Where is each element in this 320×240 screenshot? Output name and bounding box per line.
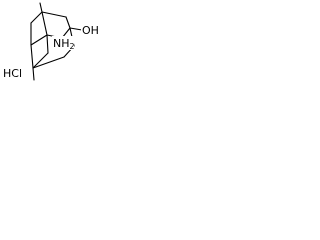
bond-methyl-bottom xyxy=(32,67,35,81)
atom-labels: OH NH2 HCl xyxy=(3,23,103,80)
bond-bottom-mid xyxy=(32,56,65,69)
bond-bottom-left xyxy=(32,52,49,69)
bond-top-left xyxy=(30,11,43,24)
molecule-structure: OH NH2 HCl xyxy=(3,2,103,81)
bond-right-upper xyxy=(65,16,71,29)
amine-label-main: NH xyxy=(53,37,70,50)
hydroxyl-label-bg xyxy=(81,23,103,36)
bond-top-back xyxy=(41,11,48,36)
bond-left-lower xyxy=(30,44,34,69)
amine-label-bg xyxy=(52,36,74,50)
bond-top-right xyxy=(41,11,67,18)
amine-label: NH2 xyxy=(53,37,75,51)
amine-label-subscript: 2 xyxy=(70,42,75,51)
bond-group xyxy=(30,2,83,81)
hydrochloride-label: HCl xyxy=(3,67,22,80)
hydroxyl-label: OH xyxy=(82,24,99,37)
bond-inner-down xyxy=(46,34,49,54)
bond-hydroxyl xyxy=(69,27,83,31)
bond-inner-left xyxy=(30,34,48,46)
bond-methyl-top xyxy=(39,2,43,13)
